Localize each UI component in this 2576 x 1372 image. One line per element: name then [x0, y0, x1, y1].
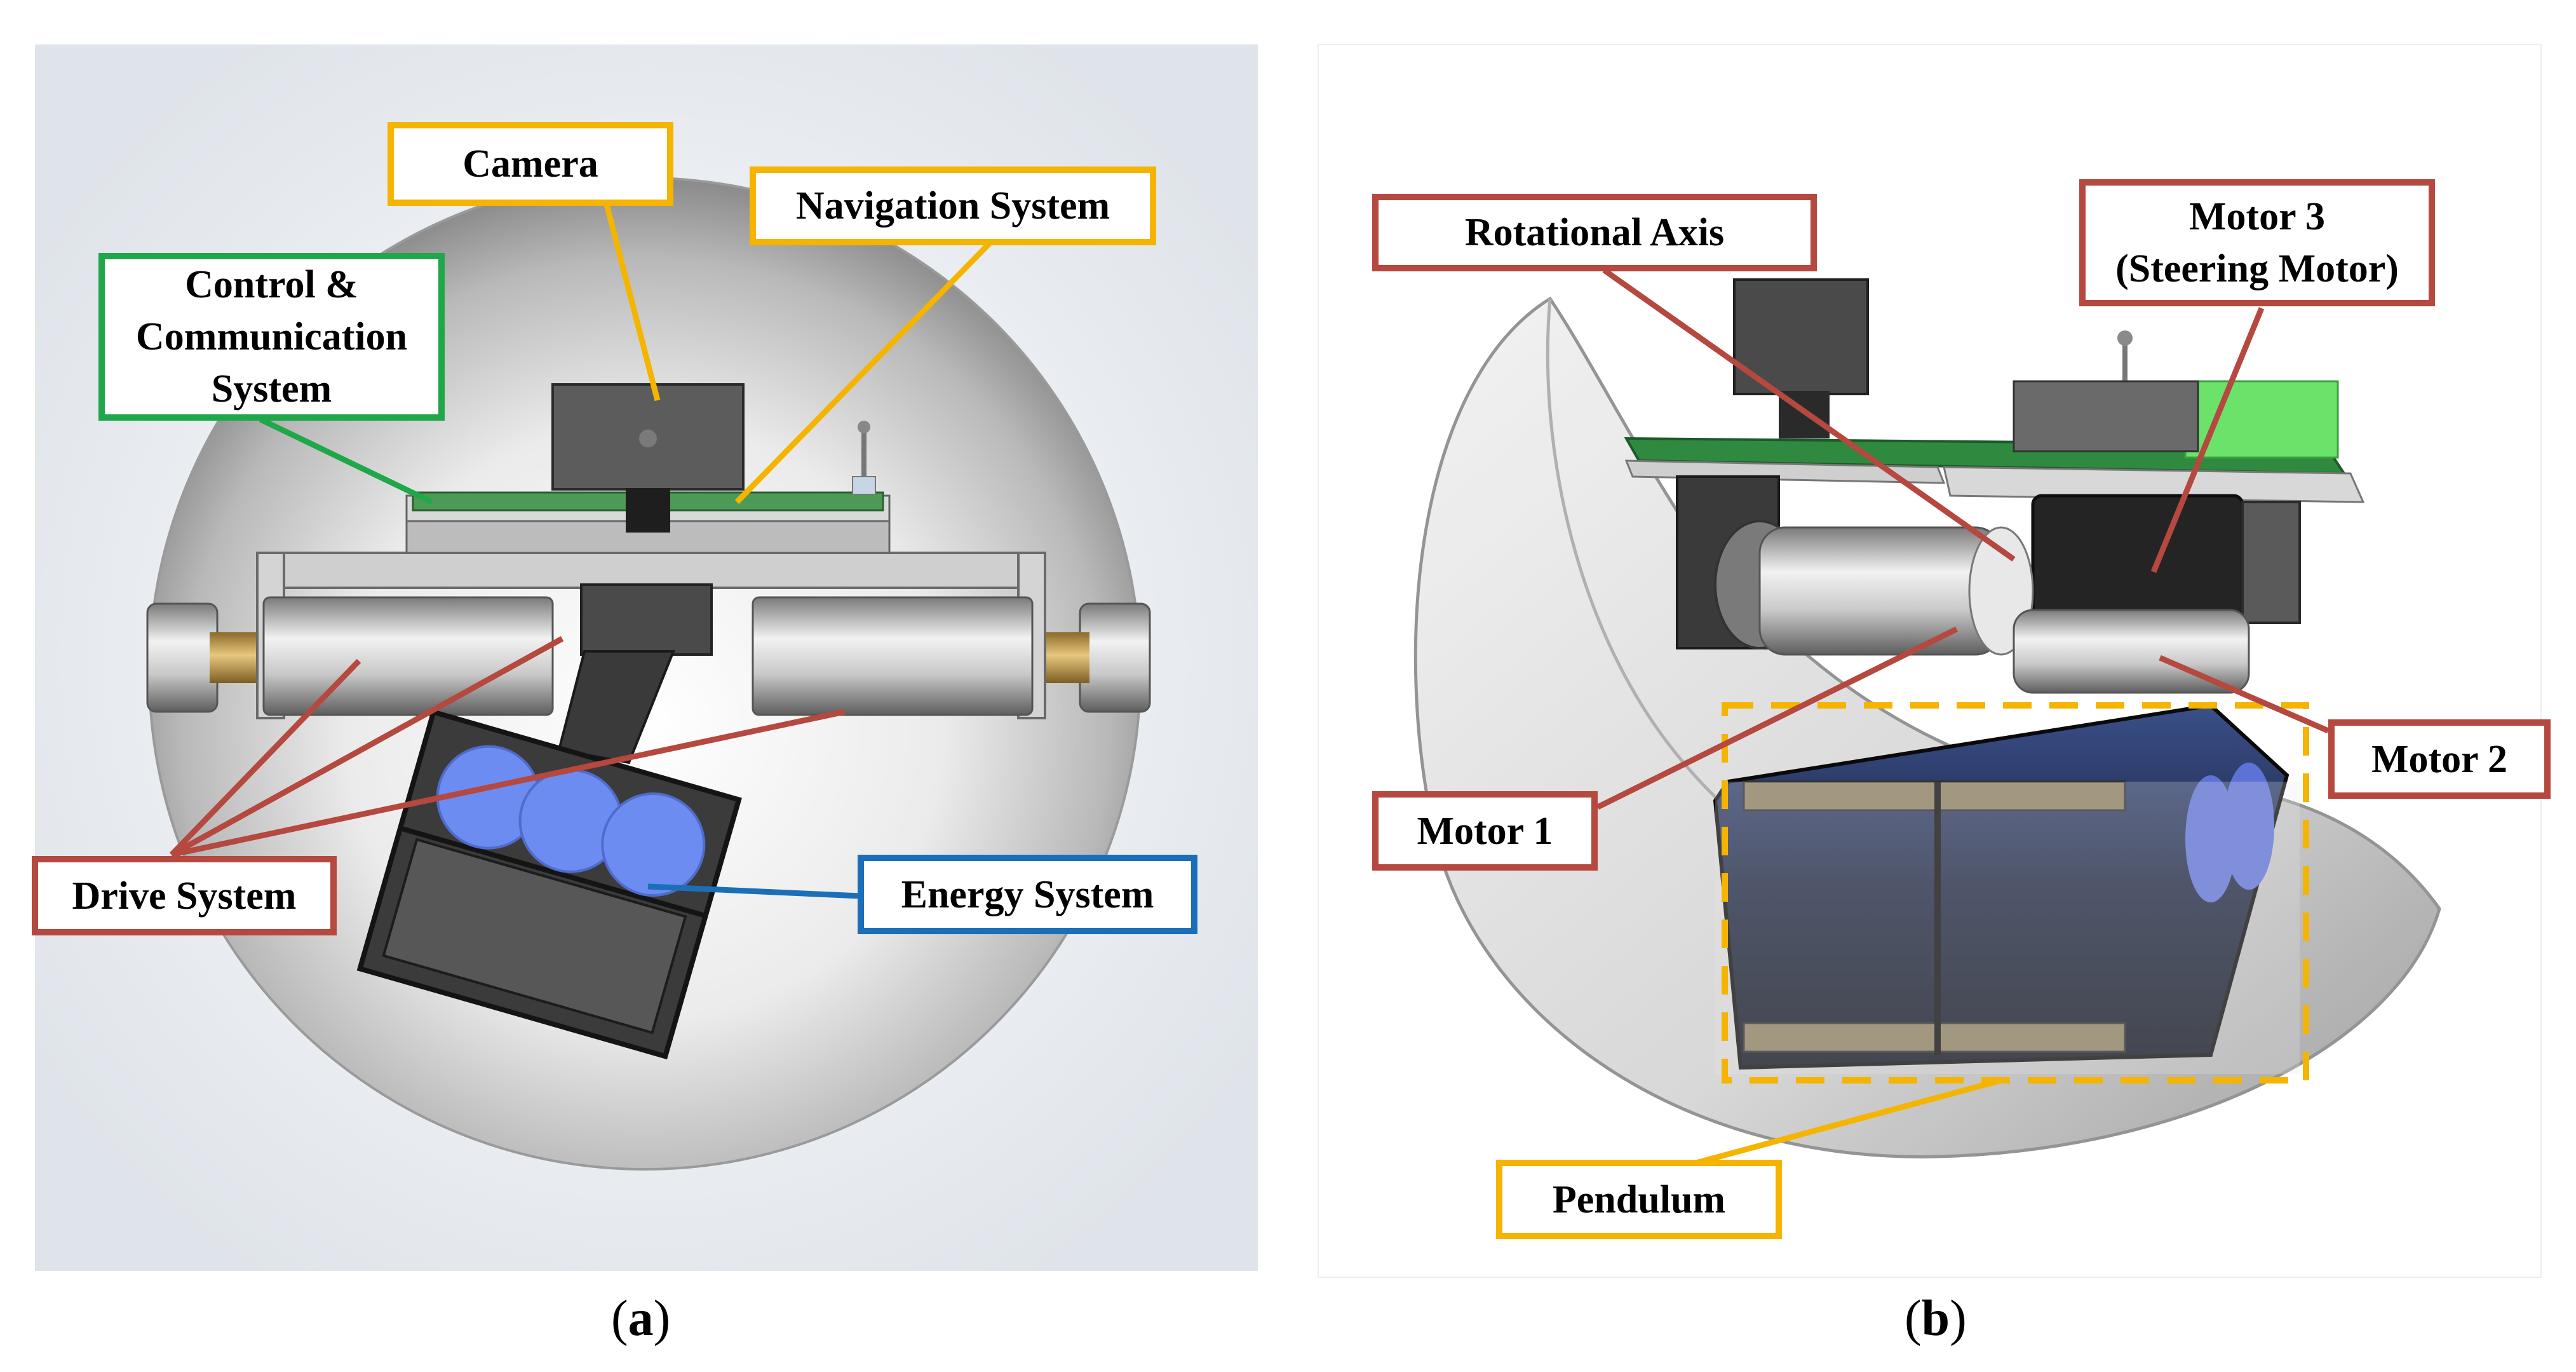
battery-end-2 — [2223, 763, 2274, 890]
label-motor2: Motor 2 — [2328, 719, 2551, 799]
central-servo-a — [580, 583, 713, 656]
servo-top-b — [2013, 380, 2199, 452]
axle-cap-right — [1079, 602, 1151, 713]
label-energy-system: Energy System — [858, 855, 1197, 934]
battery-cell-3 — [601, 792, 706, 897]
caption-a-letter: a — [628, 1291, 654, 1347]
plate-right-b — [1943, 466, 2365, 503]
leader-lines-b — [1596, 268, 2330, 1171]
shell-overlay-b — [1715, 782, 2300, 1074]
frame-top-bar — [256, 552, 1046, 589]
green-module-b — [2184, 380, 2339, 459]
drive-motor-right — [752, 596, 1034, 716]
antenna-base-a — [852, 476, 876, 495]
antenna-tip-a — [858, 421, 870, 433]
label-pendulum: Pendulum — [1496, 1160, 1782, 1239]
axle-cap-left — [146, 602, 219, 713]
label-drive-system: Drive System — [32, 856, 337, 935]
camera-mount-a — [626, 488, 670, 533]
caption-b-letter: b — [1921, 1291, 1950, 1347]
pendulum-arm-a — [557, 650, 675, 764]
caption-a: (a) — [611, 1291, 671, 1347]
drive-motor-left — [262, 596, 554, 716]
camera-lens-a — [639, 430, 657, 447]
battery-end-1 — [2185, 775, 2236, 902]
label-camera: Camera — [388, 122, 673, 206]
label-motor3-steering: Motor 3 (Steering Motor) — [2079, 179, 2435, 306]
antenna-tip-b — [2117, 330, 2133, 346]
caption-b: (b) — [1905, 1291, 1967, 1347]
pendulum-outline — [1722, 702, 2309, 1083]
leader-lines-a — [169, 203, 1006, 899]
label-motor1: Motor 1 — [1372, 791, 1598, 871]
label-rotational-axis: Rotational Axis — [1372, 194, 1817, 271]
label-control-communication: Control & Communication System — [98, 253, 445, 421]
steering-motor-bracket — [2241, 501, 2301, 624]
motor1-body — [1758, 526, 2002, 656]
label-navigation-system: Navigation System — [750, 166, 1156, 245]
battery-box-a — [356, 709, 742, 1060]
